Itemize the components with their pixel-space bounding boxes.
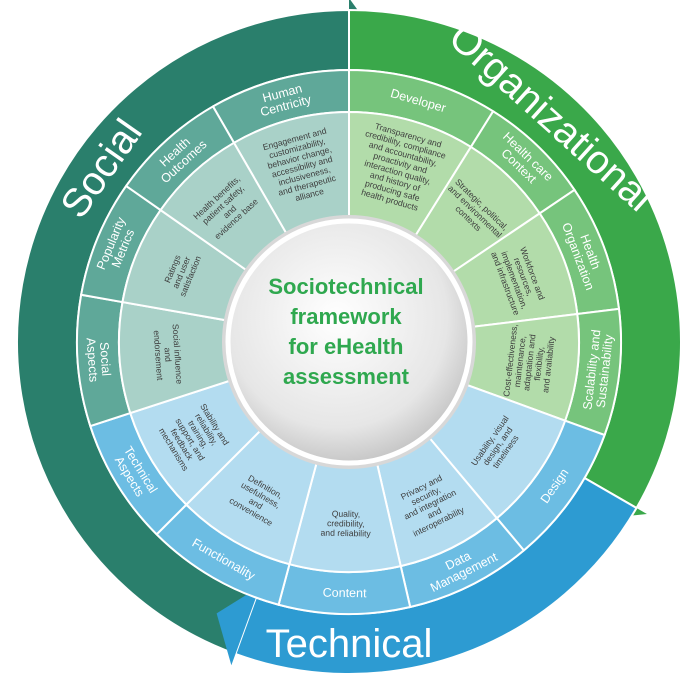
description-line: endorsement [152,330,166,381]
description-line: and [162,347,173,362]
segment-category-label: SocialAspects [84,336,114,382]
category-line: Social [97,342,113,377]
segment-description-label: Engagement andcustomizability,behavior c… [261,126,342,208]
category-line: Content [323,586,368,601]
segment-description-label: Social influenceandendorsement [151,324,184,386]
domain-ring [16,0,682,675]
center-disc [225,218,473,466]
domain-label-technical: Technical [266,622,433,666]
center-title-line: assessment [283,364,409,389]
center-title-line: framework [290,304,402,329]
description-line: Quality, [332,509,361,519]
segment-category-label: Content [323,586,368,601]
segment-description-label: Quality,credibility,and reliability [320,508,371,538]
segment-ring [76,68,622,615]
domain-arrow-technical [216,586,261,666]
center-title: Sociotechnical framework for eHealth ass… [230,272,462,392]
description-line: Social influence [170,324,184,385]
description-line: credibility, [327,518,365,529]
description-line: flexibility, [532,346,546,381]
category-line: Aspects [84,337,101,382]
center-title-line: Sociotechnical [268,274,424,299]
description-line: and reliability [320,528,371,539]
center-title-line: for eHealth [288,334,404,359]
